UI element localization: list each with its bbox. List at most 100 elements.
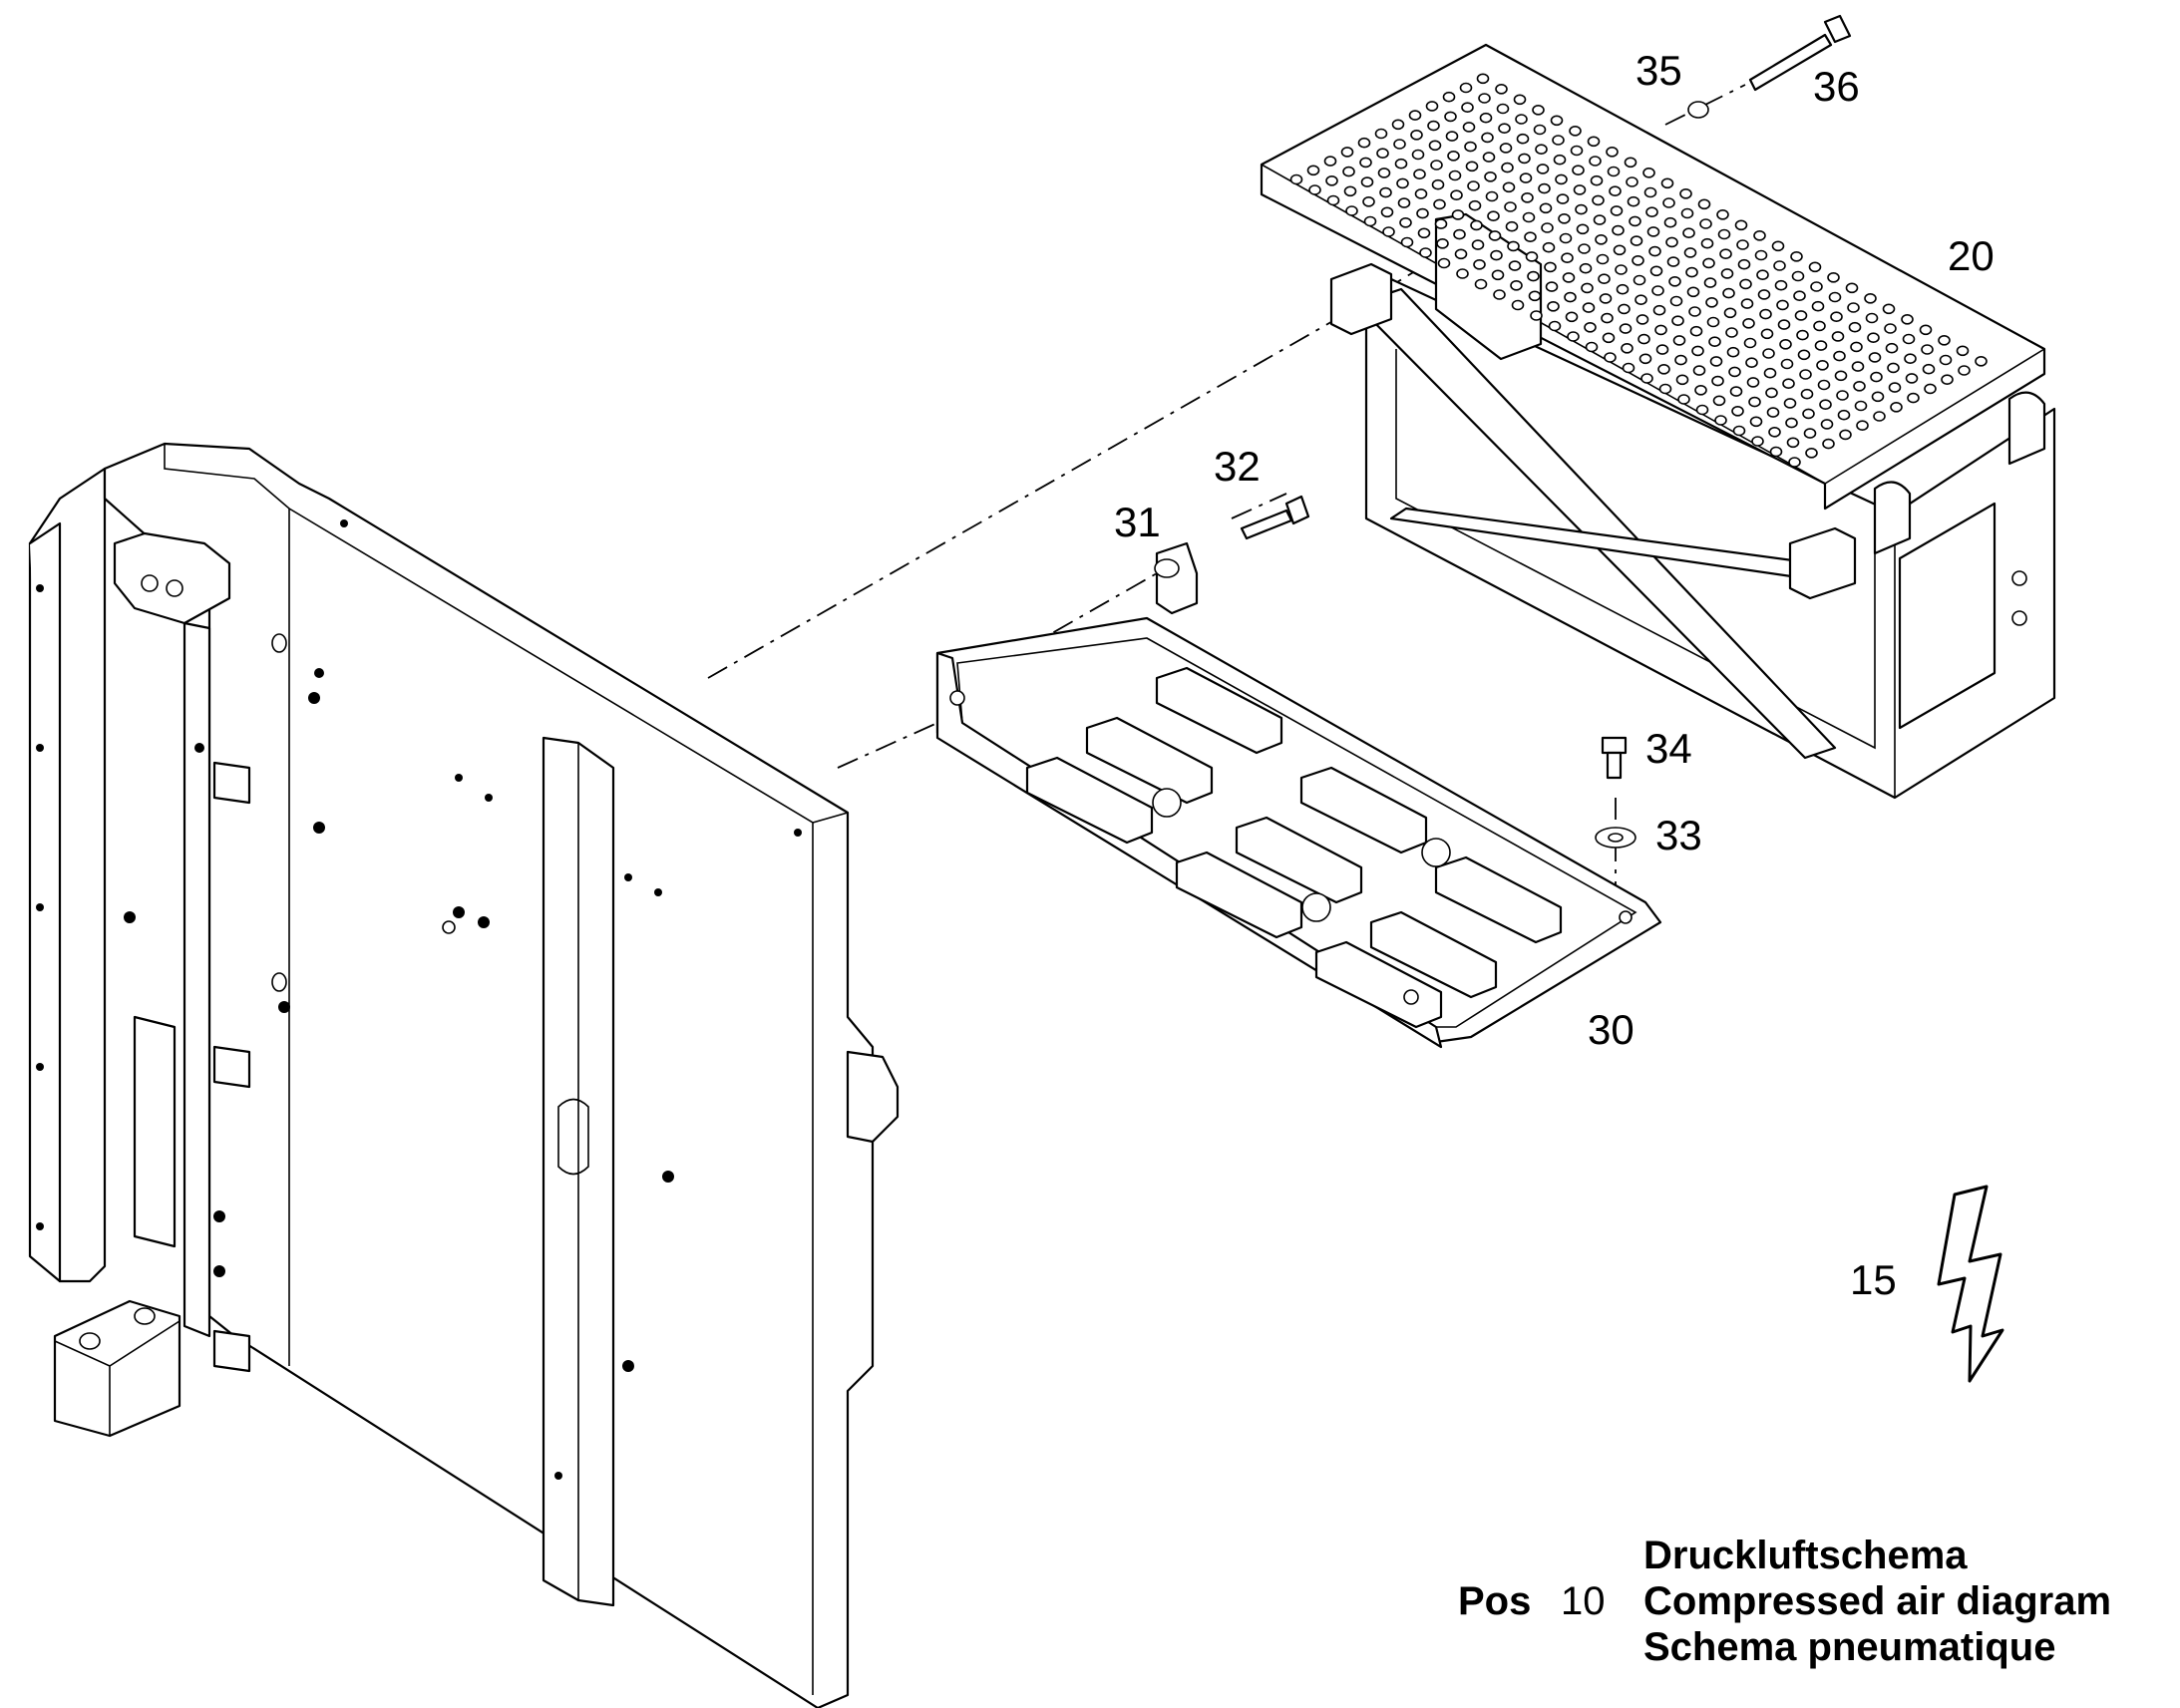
perforation-hole: [1593, 214, 1607, 225]
perforation-hole: [1493, 289, 1506, 300]
perforation-hole: [1448, 170, 1462, 181]
perforation-hole: [1802, 408, 1815, 420]
perforation-hole: [1447, 151, 1460, 162]
perforation-hole: [1616, 283, 1630, 295]
perforation-hole: [1853, 380, 1866, 392]
perforation-hole: [1511, 299, 1525, 311]
perforation-hole: [1688, 306, 1701, 317]
step-tray: [935, 616, 1662, 1049]
washer-33: [1595, 827, 1636, 849]
perforation-hole: [1465, 161, 1479, 172]
perforation-hole: [1399, 217, 1412, 228]
perforation-hole: [1501, 162, 1514, 173]
perforation-hole: [1922, 363, 1936, 375]
perforation-hole: [1519, 172, 1533, 183]
perforation-hole: [1427, 120, 1440, 132]
perforation-hole: [1703, 277, 1717, 288]
perforation-hole: [1470, 219, 1483, 231]
perforation-hole: [1728, 366, 1741, 378]
bolt-32: [1240, 495, 1310, 540]
perforation-hole: [1745, 357, 1758, 369]
perforation-hole: [1434, 218, 1448, 229]
perforation-hole: [1694, 384, 1707, 396]
legend-pos-number: 10: [1561, 1579, 1606, 1623]
perforation-hole: [1748, 396, 1761, 408]
perforation-hole: [1779, 338, 1792, 350]
perforation-hole: [1478, 93, 1491, 104]
perforation-hole: [1816, 359, 1829, 371]
perforation-hole: [1941, 374, 1954, 386]
perforation-hole: [1525, 251, 1539, 262]
perforation-hole: [1462, 122, 1476, 133]
perforation-hole: [1796, 329, 1809, 341]
perforation-hole: [1642, 168, 1655, 178]
perforation-hole: [1431, 178, 1445, 190]
perforation-hole: [1732, 425, 1746, 437]
perforation-hole: [1884, 323, 1897, 334]
perforation-hole: [1414, 188, 1428, 199]
perforation-hole: [1464, 141, 1477, 153]
perforation-hole: [1885, 342, 1899, 354]
perforation-hole: [1674, 354, 1687, 366]
perforation-hole: [1729, 386, 1743, 397]
perforation-hole: [1630, 235, 1643, 246]
perforation-hole: [1731, 405, 1744, 417]
perforation-hole: [1657, 363, 1670, 375]
perforation-hole: [1507, 240, 1520, 252]
perforation-hole: [1527, 270, 1540, 282]
perforation-hole: [1417, 227, 1431, 239]
perforation-hole: [1709, 356, 1723, 367]
perforation-hole: [1362, 196, 1375, 207]
perforation-hole: [1873, 411, 1886, 422]
perforation-hole: [1782, 378, 1795, 390]
perforation-hole: [1552, 135, 1565, 146]
perforation-hole: [1410, 130, 1423, 141]
perforation-hole: [1575, 203, 1588, 215]
perforation-hole: [1662, 197, 1675, 208]
callout-36: 36: [1813, 63, 1860, 110]
perforation-hole: [1793, 290, 1806, 302]
perforation-hole: [1635, 314, 1649, 325]
perforation-hole: [1436, 238, 1449, 249]
perforation-hole: [1377, 168, 1391, 178]
perforation-hole: [1740, 298, 1754, 309]
perforation-hole: [1618, 303, 1631, 315]
perforation-hole: [1599, 293, 1613, 304]
perforation-hole: [1535, 144, 1548, 155]
callout-31: 31: [1114, 499, 1161, 545]
perforation-hole: [1646, 226, 1660, 237]
perforation-hole: [1445, 131, 1459, 142]
perforation-hole: [1400, 236, 1414, 248]
perforation-hole: [1692, 365, 1706, 376]
perforation-hole: [1785, 417, 1798, 429]
perforation-hole: [1769, 446, 1783, 458]
perforation-hole: [1461, 102, 1474, 113]
perforation-hole: [1359, 157, 1372, 169]
perforation-hole: [1771, 240, 1785, 252]
perforation-hole: [1569, 126, 1582, 137]
perforation-hole: [1360, 176, 1374, 187]
perforation-hole: [1496, 103, 1510, 115]
perforation-hole: [1637, 333, 1650, 345]
perforation-hole: [1901, 313, 1914, 325]
perforation-hole: [1411, 149, 1425, 161]
perforation-hole: [1570, 145, 1584, 157]
perforation-hole: [1467, 180, 1480, 191]
perforation-hole: [1592, 194, 1605, 206]
perforation-hole: [1596, 253, 1610, 265]
perforation-hole: [1615, 264, 1628, 275]
perforation-hole: [1632, 254, 1644, 266]
perforation-hole: [1868, 352, 1882, 363]
legend-pos-label: Pos: [1458, 1579, 1532, 1623]
perforation-hole: [1799, 369, 1812, 380]
perforation-hole: [1541, 222, 1554, 233]
step-plate-perforations: [1289, 73, 1988, 468]
perforation-hole: [1919, 324, 1933, 336]
perforation-hole: [1800, 388, 1814, 400]
perforation-hole: [1756, 269, 1769, 281]
perforation-hole: [1607, 166, 1621, 177]
perforation-hole: [1396, 177, 1409, 189]
perforation-hole: [1734, 219, 1748, 231]
perforation-hole: [1556, 193, 1570, 204]
perforation-hole: [1848, 321, 1862, 333]
